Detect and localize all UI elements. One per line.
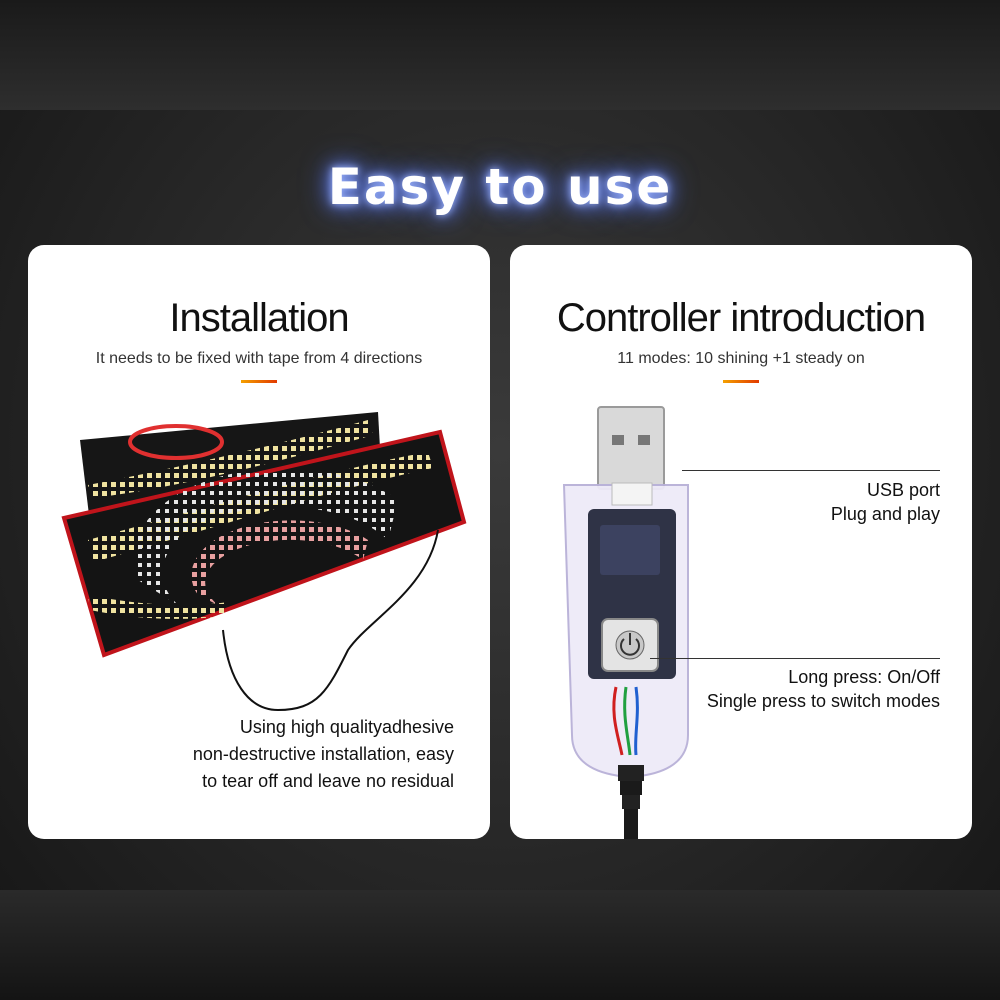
- usb-callout-line: [682, 470, 940, 471]
- front-led-panel: [61, 429, 467, 658]
- caption-line-2: non-destructive installation, easy: [192, 744, 454, 764]
- installation-title: Installation: [169, 296, 349, 340]
- bottom-dark-band: [0, 890, 1000, 1000]
- usb-controller-illustration: [562, 406, 689, 839]
- controller-subtitle: 11 modes: 10 shining +1 steady on: [617, 350, 865, 367]
- plug-and-play-label: Plug and play: [830, 504, 940, 524]
- long-press-label: Long press: On/Off: [788, 667, 940, 687]
- controller-wires: [612, 686, 639, 756]
- top-dark-band: [0, 0, 1000, 110]
- caption-line-1: Using high qualityadhesive: [239, 717, 454, 737]
- led-panel-illustration: [61, 412, 467, 712]
- usb-port-label: USB port: [866, 480, 940, 500]
- installation-subtitle: It needs to be fixed with tape from 4 di…: [95, 350, 423, 367]
- installation-caption: Using high qualityadhesive non-destructi…: [40, 714, 454, 795]
- single-press-label: Single press to switch modes: [706, 691, 940, 711]
- controller-title: Controller introduction: [556, 296, 926, 340]
- usb-plug: [597, 406, 665, 490]
- usb-callout: USB port Plug and play: [700, 478, 940, 526]
- button-callout-line: [650, 658, 940, 659]
- installation-accent-bar: [241, 380, 277, 383]
- headline: Easy to use: [327, 158, 673, 216]
- cable-strain-relief: [618, 765, 644, 839]
- button-callout: Long press: On/Off Single press to switc…: [640, 665, 940, 713]
- power-button: [601, 618, 659, 672]
- caption-line-3: to tear off and leave no residual: [202, 771, 454, 791]
- controller-accent-bar: [723, 380, 759, 383]
- panel-cable: [222, 529, 439, 712]
